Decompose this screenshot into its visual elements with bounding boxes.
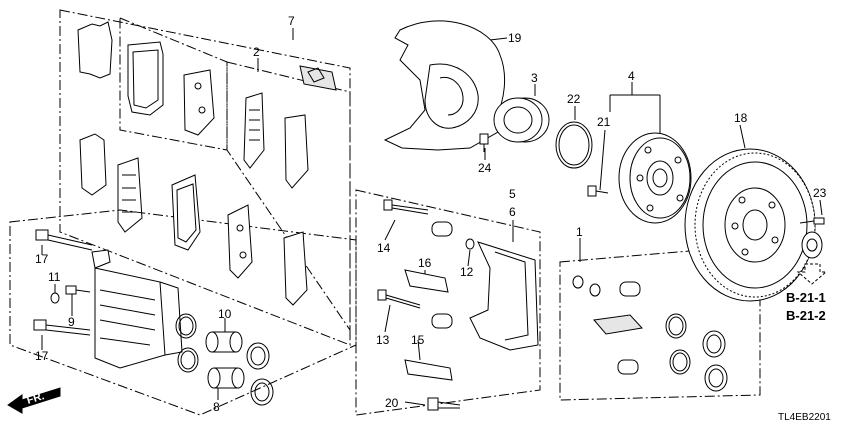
part-label-20: 20 — [385, 396, 399, 410]
reference-b-21-1: B-21-1 — [786, 290, 826, 305]
bracket-bolt-20 — [427, 397, 461, 411]
guide-pin-14 — [383, 199, 429, 215]
part-label-11: 11 — [48, 270, 61, 284]
pad-inner-1 — [183, 69, 215, 136]
caliper-bracket — [469, 241, 539, 351]
pad-outer-4 — [283, 231, 308, 306]
front-indicator-label: FR. — [25, 390, 45, 407]
pad-kit-outline — [59, 9, 351, 346]
part-label-16: 16 — [418, 256, 432, 270]
pad-shim-1 — [243, 92, 265, 169]
bleeder-cap — [50, 292, 60, 304]
pad-shim-plate-2 — [79, 133, 107, 196]
part-label-2: 2 — [253, 45, 260, 59]
part-label-17-upper: 17 — [35, 252, 49, 266]
pad-shim-plate — [77, 21, 113, 79]
caliper-body — [91, 249, 183, 369]
wheel-hub — [618, 132, 692, 224]
pad-outer-1 — [127, 41, 164, 116]
shim-outline — [226, 61, 351, 332]
brake-disc — [684, 148, 816, 302]
bolt-24 — [479, 133, 489, 152]
screw-23 — [799, 217, 825, 225]
part-label-19: 19 — [508, 31, 522, 45]
part-label-4: 4 — [628, 69, 635, 83]
guide-pin-13 — [377, 289, 421, 309]
hub-nut — [801, 231, 823, 259]
part-label-17-lower: 17 — [35, 349, 49, 363]
leader-lines — [41, 28, 823, 406]
part-label-5: 5 — [509, 187, 516, 201]
part-label-7: 7 — [288, 14, 295, 28]
part-label-10: 10 — [218, 307, 232, 321]
hub-bearing — [493, 97, 550, 143]
part-label-8: 8 — [213, 400, 220, 414]
part-label-23: 23 — [813, 186, 827, 200]
splash-guard — [383, 20, 505, 151]
brake-pads — [77, 21, 337, 306]
part-label-18: 18 — [734, 111, 748, 125]
pad-clips — [404, 269, 453, 381]
reference-labels: B-21-1 B-21-2 — [786, 290, 826, 323]
part-label-21: 21 — [597, 115, 611, 129]
seal-kit-parts — [572, 275, 728, 392]
pad-outer-2 — [284, 114, 309, 189]
part-label-6: 6 — [509, 205, 516, 219]
bracket-group-outline — [355, 189, 541, 416]
part-label-24: 24 — [478, 161, 492, 175]
pad-shim-2 — [117, 157, 143, 233]
bolt-17-upper — [35, 229, 93, 251]
wear-indicator — [299, 65, 337, 91]
pin-boots — [431, 221, 475, 329]
hub-bolt-21 — [587, 185, 609, 197]
snap-ring — [555, 121, 593, 169]
part-label-15: 15 — [411, 333, 425, 347]
part-label-1: 1 — [576, 225, 583, 239]
part-label-22: 22 — [567, 92, 581, 106]
diagram-code: TL4EB2201 — [778, 412, 831, 423]
bleeder-screw — [65, 285, 91, 295]
part-label-9: 9 — [68, 315, 75, 329]
part-label-12: 12 — [460, 265, 474, 279]
part-label-3: 3 — [531, 71, 538, 85]
part-label-14: 14 — [377, 241, 391, 255]
bolt-17-lower — [33, 319, 91, 336]
pad-outer-3 — [171, 174, 201, 251]
footer-labels: FR. TL4EB2201 — [25, 390, 831, 423]
reference-arrow — [796, 263, 828, 285]
pad-inner-3 — [227, 204, 253, 279]
front-arrow-icon — [7, 387, 61, 414]
piston-and-seals — [175, 313, 274, 406]
reference-b-21-2: B-21-2 — [786, 308, 826, 323]
part-label-13: 13 — [376, 333, 390, 347]
part-number-labels: 7 2 19 3 4 22 21 18 24 5 6 23 1 14 16 12… — [35, 14, 827, 414]
group-outlines — [9, 9, 761, 416]
